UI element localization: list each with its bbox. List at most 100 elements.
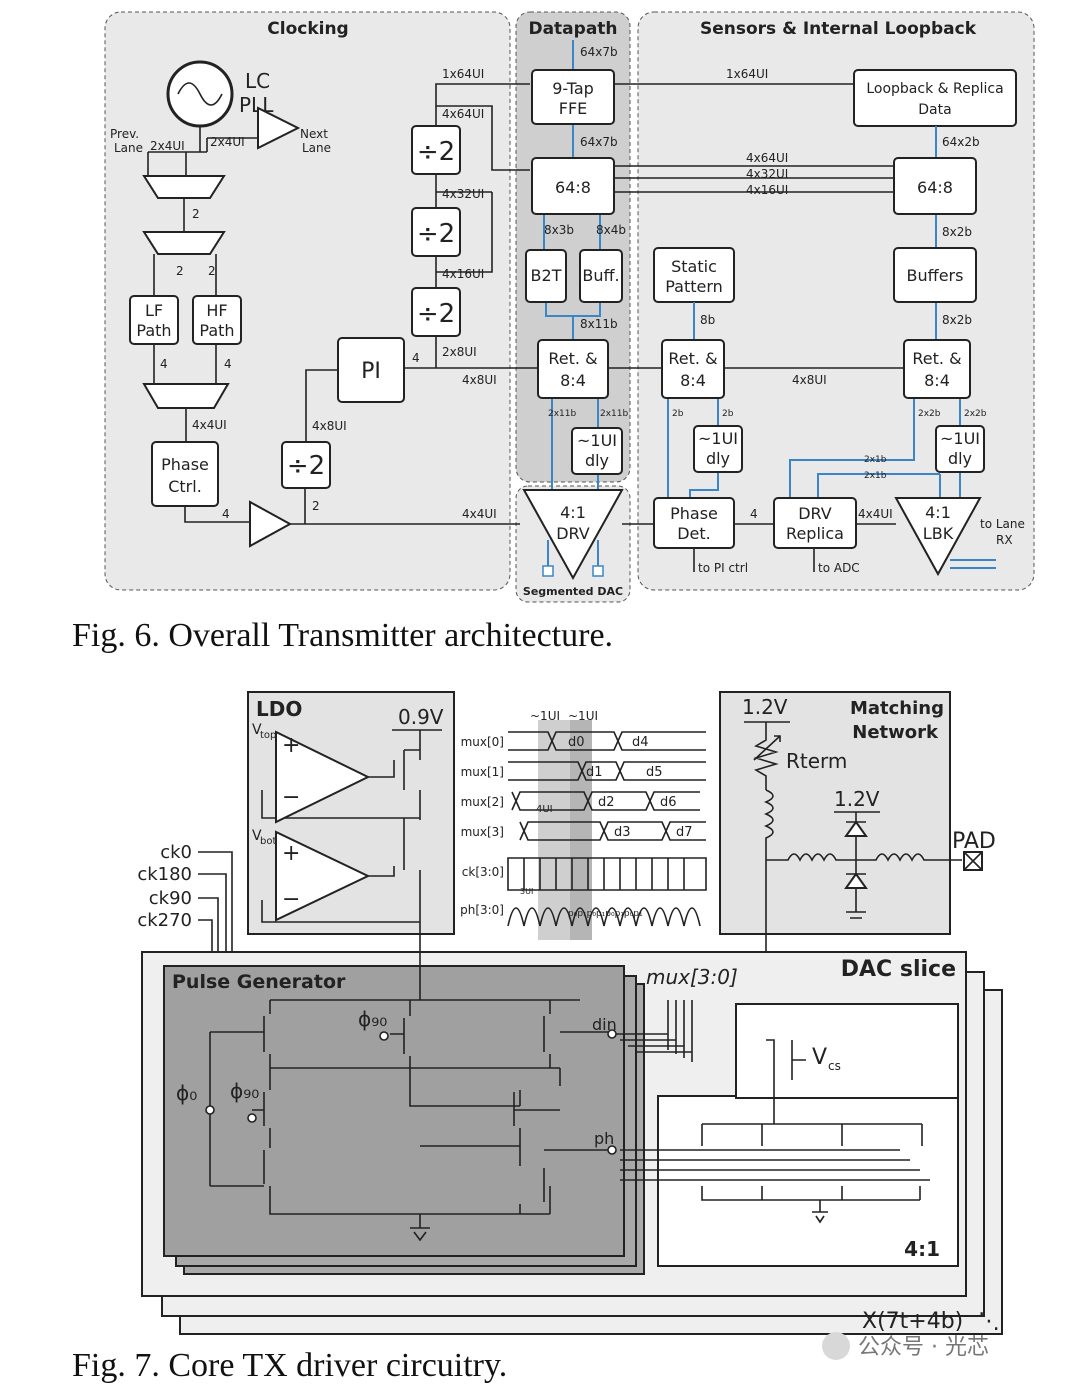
dac-wires	[701, 1039, 923, 1212]
row-mux2: mux[2]	[461, 795, 504, 809]
buffers-block: Buffers	[893, 247, 977, 303]
ret-block-1: Ret. & 8:4	[537, 339, 609, 399]
clock-ck0: ck0	[160, 842, 192, 863]
wave-mux0	[508, 731, 706, 751]
to-lane-2: RX	[996, 533, 1013, 547]
lbl-64x7b-a: 64x7b	[580, 45, 618, 59]
lbl-2-c: 2	[208, 264, 216, 278]
dac-gate-bus	[620, 1149, 930, 1181]
dac-out-wires	[547, 540, 599, 566]
lbl-4x64ui-b: 4x64UI	[746, 151, 788, 165]
wave-mux3	[519, 821, 706, 841]
fig7-caption: Fig. 7. Core TX driver circuitry.	[72, 1347, 507, 1384]
lbl-8x3b: 8x3b	[544, 223, 574, 237]
phase-ctrl-block: Phase Ctrl.	[151, 441, 219, 507]
datapath-bus	[543, 40, 601, 492]
dac-ground-icon	[812, 1211, 828, 1224]
pi-block: PI	[337, 337, 405, 403]
loopback-block: Loopback & Replica Data	[853, 69, 1017, 127]
plus-top: +	[282, 733, 300, 758]
output-buffer	[249, 500, 293, 548]
lbk-triangle	[894, 497, 982, 577]
lbl-2-b: 2	[176, 264, 184, 278]
pad-label: PAD	[952, 829, 996, 854]
lbl-1x64ui-a: 1x64UI	[442, 67, 484, 81]
current-source-panel	[735, 1003, 959, 1099]
ui3-label: 3UI	[520, 887, 533, 896]
hf-label-1: HF	[206, 301, 227, 320]
wire-paths	[153, 344, 217, 384]
vtop-sub: top	[260, 730, 276, 741]
ph-terminal	[607, 1145, 617, 1155]
ret-block-2: Ret. & 8:4	[661, 339, 725, 399]
ui-label-2: ~1UI	[568, 709, 598, 723]
timing-diagram: ~1UI ~1UI mux[0] mux[1] mux[2] mux[3] ck…	[460, 709, 707, 940]
rterm-arrow	[753, 735, 781, 761]
timing-rows: mux[0] mux[1] mux[2] mux[3] ck[3:0] ph[3…	[460, 735, 504, 917]
d-label-1: d1	[586, 765, 603, 780]
lbl-4-c: 4	[222, 507, 230, 521]
to-pi-ctrl: to PI ctrl	[698, 561, 748, 575]
mux30-label: mux[3:0]	[646, 965, 738, 989]
ret1-label-2: 8:4	[560, 371, 586, 390]
dly-block-3: ~1UI dly	[935, 425, 985, 473]
pulse-transistor-wires	[263, 999, 580, 1228]
row-mux0: mux[0]	[461, 735, 504, 749]
ph-label: ph	[594, 1129, 614, 1148]
lbl-1x64ui-b: 1x64UI	[726, 67, 768, 81]
prev-lane-2: Lane	[114, 141, 143, 155]
ldo-voltage: 0.9V	[398, 705, 444, 729]
div2-block-4: ÷2	[281, 441, 331, 489]
buffers-label: Buffers	[907, 266, 964, 285]
lbk-label-2: LBK	[923, 524, 954, 543]
phi90-label-2: ϕ₉₀	[358, 1007, 387, 1031]
matching-panel	[719, 691, 951, 935]
lbl-4x4ui-c: 4x4UI	[858, 507, 893, 521]
fig7-diagram: LDO 0.9V + − + − V top V bot ~1UI ~1UI m…	[137, 691, 1003, 1335]
row-ph: ph[3:0]	[460, 903, 504, 917]
row-mux1: mux[1]	[461, 765, 504, 779]
mux-trapezoid-1	[142, 175, 226, 199]
d-label-0: d0	[568, 735, 585, 750]
matching-title-1: Matching	[850, 698, 944, 719]
next-lane-2: Lane	[302, 141, 331, 155]
fig6-caption: Fig. 6. Overall Transmitter architecture…	[72, 617, 613, 654]
lbl-4-b: 4	[224, 357, 232, 371]
lf-label-2: Path	[136, 321, 171, 340]
clock-ck90: ck90	[149, 888, 192, 909]
diode-bars	[846, 821, 866, 919]
vcs-sub-label: cs	[828, 1059, 841, 1073]
drv-triangle	[522, 489, 624, 581]
phase-ctrl-2: Ctrl.	[168, 477, 202, 496]
ser2-label: 64:8	[917, 178, 953, 197]
phi90-terminal-2	[379, 1031, 389, 1041]
lbl-8x11b: 8x11b	[580, 317, 618, 331]
pi-label: PI	[361, 359, 381, 384]
next-lane-1: Next	[300, 127, 328, 141]
lbl-2x2b-b: 2x2b	[964, 409, 987, 419]
clocking-title: Clocking	[267, 19, 348, 39]
ret1-label-1: Ret. &	[548, 349, 597, 368]
drv-label-1: 4:1	[560, 503, 586, 522]
div2-4-label: ÷2	[287, 451, 325, 481]
buff-block: Buff.	[579, 249, 623, 303]
lbl-4x8ui-c: 4x8UI	[792, 373, 827, 387]
ret2-label-1: Ret. &	[668, 349, 717, 368]
lf-label-1: LF	[145, 301, 163, 320]
lbl-2x4ui-a: 2x4UI	[150, 139, 185, 153]
lbl-4-a: 4	[160, 357, 168, 371]
lbl-2x1b-b: 2x1b	[864, 471, 887, 481]
ffe-block: 9-Tap FFE	[531, 69, 615, 125]
lbl-64x2b: 64x2b	[942, 135, 980, 149]
wire-4x4ui	[290, 488, 520, 525]
mux-trapezoid-2	[142, 383, 230, 409]
ser-label: 64:8	[555, 178, 591, 197]
lbl-2x11b-a: 2x11b	[548, 409, 577, 419]
sensor-bus	[667, 302, 961, 498]
lbl-8x4b: 8x4b	[596, 223, 626, 237]
lbl-4-d: 4	[412, 351, 420, 365]
lbl-4x16ui-b: 4x16UI	[746, 183, 788, 197]
wire-demux	[153, 254, 217, 296]
dly3-label-2: dly	[948, 449, 972, 468]
